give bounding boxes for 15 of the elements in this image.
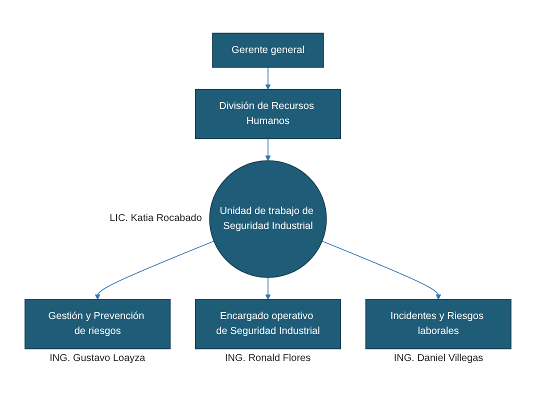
unit-ellipse: Unidad de trabajo de Seguridad Industrial [209,160,327,278]
position-box: Incidentes y Riesgos laborales [365,299,512,350]
arrow [265,66,271,90]
arrow [265,277,271,300]
person-name: ING. Ronald Flores [225,352,311,364]
arrow [265,138,271,161]
position-box: Gerente general [212,32,324,68]
position-box: Encargado operativo de Seguridad Industrial [194,299,342,350]
person-name: LIC. Katia Rocabado [110,213,202,224]
arrow [94,240,214,300]
position-box: División de Recursos Humanos [194,88,342,140]
arrow [322,240,442,300]
person-name: ING. Gustavo Loayza [50,352,146,364]
person-name: ING. Daniel Villegas [394,352,484,364]
position-box: Gestión y Prevención de riesgos [24,299,171,350]
